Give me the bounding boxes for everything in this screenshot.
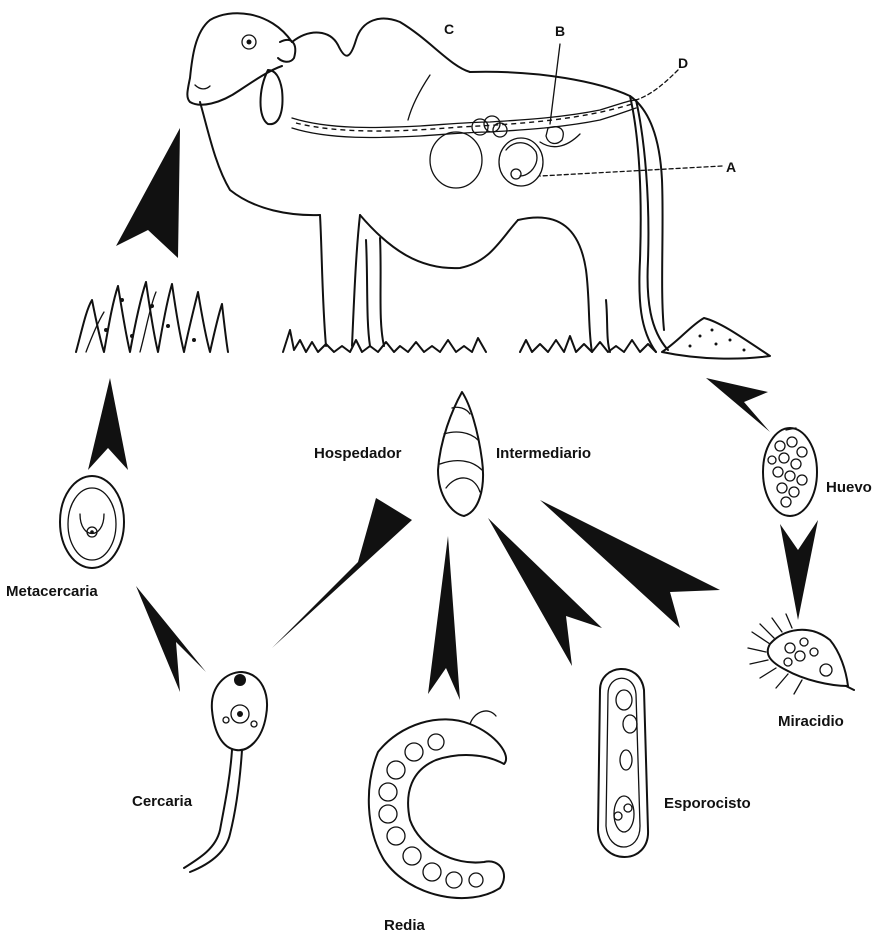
arrow-egg-to-miracidio <box>780 520 818 620</box>
cercaria-icon <box>184 672 267 872</box>
arrow-cercaria-to-metacercaria <box>136 586 206 692</box>
label-letter-b: B <box>555 23 565 39</box>
dung-pile-icon <box>662 318 770 359</box>
label-hospedador: Hospedador <box>314 445 402 462</box>
arrow-snail-to-cercaria <box>272 498 412 648</box>
egg-icon <box>763 428 817 516</box>
label-miracidio: Miracidio <box>778 713 844 730</box>
ground-grass-icon <box>283 330 656 352</box>
metacercaria-icon <box>60 476 124 568</box>
label-huevo: Huevo <box>826 479 872 496</box>
label-metacercaria: Metacercaria <box>6 583 98 600</box>
snail-icon <box>438 392 483 516</box>
label-esporocisto: Esporocisto <box>664 795 751 812</box>
redia-icon <box>369 711 506 898</box>
arrowhead-icons <box>88 128 818 700</box>
label-cercaria: Cercaria <box>132 793 193 810</box>
cow-icon <box>187 13 722 352</box>
label-letter-c: C <box>444 21 454 37</box>
label-letter-d: D <box>678 55 688 71</box>
label-intermediario: Intermediario <box>496 445 591 462</box>
grass-icon <box>76 282 228 352</box>
miracidium-icon <box>748 614 854 694</box>
arrow-metacercaria-to-grass <box>88 378 128 470</box>
label-letter-a: A <box>726 159 736 175</box>
arrow-grass-to-cow <box>116 128 180 258</box>
label-redia: Redia <box>384 917 426 934</box>
arrow-snail-to-redia <box>428 536 460 700</box>
sporocyst-icon <box>598 669 648 857</box>
arrow-dung-to-egg <box>706 378 770 432</box>
